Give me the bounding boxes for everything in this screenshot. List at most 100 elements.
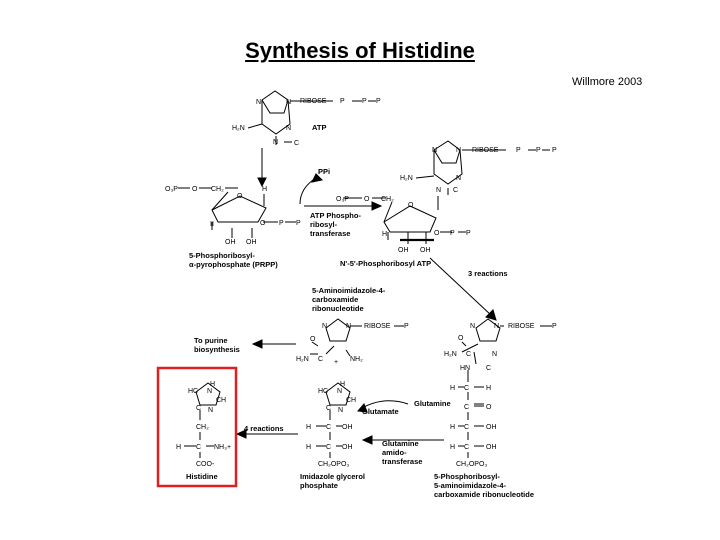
chemical-bond-line bbox=[211, 191, 229, 211]
chemical-bond-line bbox=[361, 400, 409, 409]
structure-atom-label: O bbox=[310, 336, 316, 343]
structure-atom-label: N bbox=[322, 323, 327, 330]
structure-atom-label: P bbox=[516, 147, 521, 154]
prpp-name-line1: 5-Phosphoribosyl- bbox=[189, 251, 255, 260]
three-reactions-label: 3 reactions bbox=[468, 269, 508, 278]
atp-structure: N N RIBOSE P P P H₂N N N C ATP bbox=[232, 90, 381, 147]
prpp-name-line2: α-pyrophosphate (PRPP) bbox=[189, 260, 278, 269]
structure-atom-label: + bbox=[334, 359, 338, 366]
structure-atom-label: COO- bbox=[196, 461, 215, 468]
structure-atom-label: P bbox=[362, 98, 367, 105]
arrow-to-purine bbox=[251, 339, 263, 349]
atp-label: ATP bbox=[312, 123, 326, 132]
structure-atom-label: C bbox=[326, 444, 331, 451]
structure-atom-label: P bbox=[552, 323, 557, 330]
structure-atom-label: O bbox=[486, 404, 492, 411]
structure-atom-label: P bbox=[536, 147, 541, 154]
structure-atom-label: OH bbox=[486, 444, 497, 451]
structure-atom-label: NH₃+ bbox=[214, 444, 231, 451]
structure-atom-label: N bbox=[456, 175, 461, 182]
chemical-bond-line bbox=[345, 349, 351, 357]
structure-atom-label: RIBOSE bbox=[508, 323, 535, 330]
structure-atom-label: N bbox=[470, 323, 475, 330]
structure-atom-label: CH₂OPO₃ bbox=[456, 461, 487, 468]
structure-atom-label: N bbox=[432, 147, 437, 154]
chemical-bond-line bbox=[433, 140, 461, 164]
structure-atom-label: C bbox=[464, 404, 469, 411]
structure-atom-label: NH₂ bbox=[350, 356, 363, 363]
structure-atom-label: CH₂ bbox=[211, 186, 224, 193]
structure-atom-label: H₂N bbox=[400, 175, 413, 182]
histidine-name: Histidine bbox=[186, 472, 218, 481]
chemical-bond-line bbox=[383, 201, 393, 223]
structure-atom-label: RIBOSE bbox=[364, 323, 391, 330]
structure-atom-label: O bbox=[364, 196, 370, 203]
chemical-bond-line bbox=[261, 99, 291, 135]
enzyme1-line3: transferase bbox=[310, 229, 350, 238]
arrow-ppi bbox=[311, 173, 324, 183]
structure-atom-label: H bbox=[306, 444, 311, 451]
arrow-atp-down bbox=[257, 177, 267, 188]
chemical-bond-line bbox=[473, 351, 477, 365]
chemical-bond-line bbox=[325, 318, 351, 342]
structure-atom-label: P bbox=[340, 98, 345, 105]
aicar-name-line3: ribonucleotide bbox=[312, 304, 364, 313]
structure-atom-label: N bbox=[207, 388, 212, 395]
structure-atom-label: N bbox=[346, 323, 351, 330]
structure-atom-label: N bbox=[456, 147, 461, 154]
chemical-bond-line bbox=[383, 205, 437, 233]
arrow-three-reactions bbox=[485, 309, 497, 321]
chemical-bond-line bbox=[195, 382, 221, 406]
structure-atom-label: O₃P bbox=[165, 186, 178, 193]
structure-atom-label: CH₂ bbox=[381, 196, 394, 203]
to-purine-line2: biosynthesis bbox=[194, 345, 240, 354]
structure-atom-label: P bbox=[296, 220, 301, 227]
arrow-glutamate bbox=[357, 403, 368, 413]
chemical-bond-line bbox=[211, 195, 267, 223]
structure-atom-label: N bbox=[256, 99, 261, 106]
structure-atom-label: RIBOSE bbox=[472, 147, 499, 154]
aicar-name-line2: carboxamide bbox=[312, 295, 358, 304]
structure-atom-label: II bbox=[210, 221, 214, 228]
structure-atom-label: C bbox=[453, 187, 458, 194]
structure-atom-label: OH bbox=[420, 247, 431, 254]
structure-atom-label: H bbox=[450, 424, 455, 431]
structure-atom-label: HC bbox=[188, 388, 198, 395]
n1atp-name: N'-5'-Phosphoribosyl ATP bbox=[340, 259, 431, 268]
arrow-to-histidine bbox=[235, 429, 247, 439]
structure-atom-label: C bbox=[464, 385, 469, 392]
structure-atom-label: N bbox=[286, 99, 291, 106]
structure-atom-label: C bbox=[486, 365, 491, 372]
n1-phosphoribosyl-atp-structure: N N RIBOSE P P P H₂N N N C O₃P O CH₂ O H… bbox=[336, 140, 557, 268]
structure-atom-label: P bbox=[466, 230, 471, 237]
structure-atom-label: CH₂OPO₃ bbox=[318, 461, 349, 468]
structure-atom-label: OH bbox=[225, 239, 236, 246]
structure-atom-label: HN bbox=[460, 365, 470, 372]
structure-atom-label: C bbox=[464, 444, 469, 451]
structure-atom-label: O bbox=[434, 230, 440, 237]
structure-atom-label: P bbox=[552, 147, 557, 154]
chemical-bond-line bbox=[461, 343, 479, 353]
histidine-structure: H N HC CH C N CH₂ H C NH₃+ COO- Histidin… bbox=[176, 381, 231, 481]
aicar-name-line1: 5-Aminoimidazole-4- bbox=[312, 286, 386, 295]
aicar-structure: 5-Aminoimidazole-4- carboxamide ribonucl… bbox=[296, 286, 409, 366]
structure-atom-label: N bbox=[337, 388, 342, 395]
chemical-bond-line bbox=[325, 382, 351, 406]
enzyme2-line3: transferase bbox=[382, 457, 422, 466]
structure-atom-label: C bbox=[294, 140, 299, 147]
enzyme1-line1: ATP Phospho- bbox=[310, 211, 361, 220]
four-reactions-label: 4 reactions bbox=[244, 424, 284, 433]
structure-atom-label: H bbox=[340, 381, 345, 388]
structure-atom-label: OH bbox=[342, 444, 353, 451]
chemical-bond-line bbox=[311, 341, 319, 347]
structure-atom-label: H bbox=[176, 444, 181, 451]
structure-atom-label: RIBOSE bbox=[300, 98, 327, 105]
structure-atom-label: O bbox=[237, 193, 243, 200]
structure-atom-label: H₂N bbox=[232, 125, 245, 132]
structure-atom-label: N bbox=[494, 323, 499, 330]
structure-atom-label: N bbox=[208, 407, 213, 414]
structure-atom-label: OH bbox=[398, 247, 409, 254]
structure-atom-label: H bbox=[486, 385, 491, 392]
structure-atom-label: H bbox=[450, 444, 455, 451]
precursor-name-line3: carboxamide ribonucleotide bbox=[434, 490, 534, 499]
